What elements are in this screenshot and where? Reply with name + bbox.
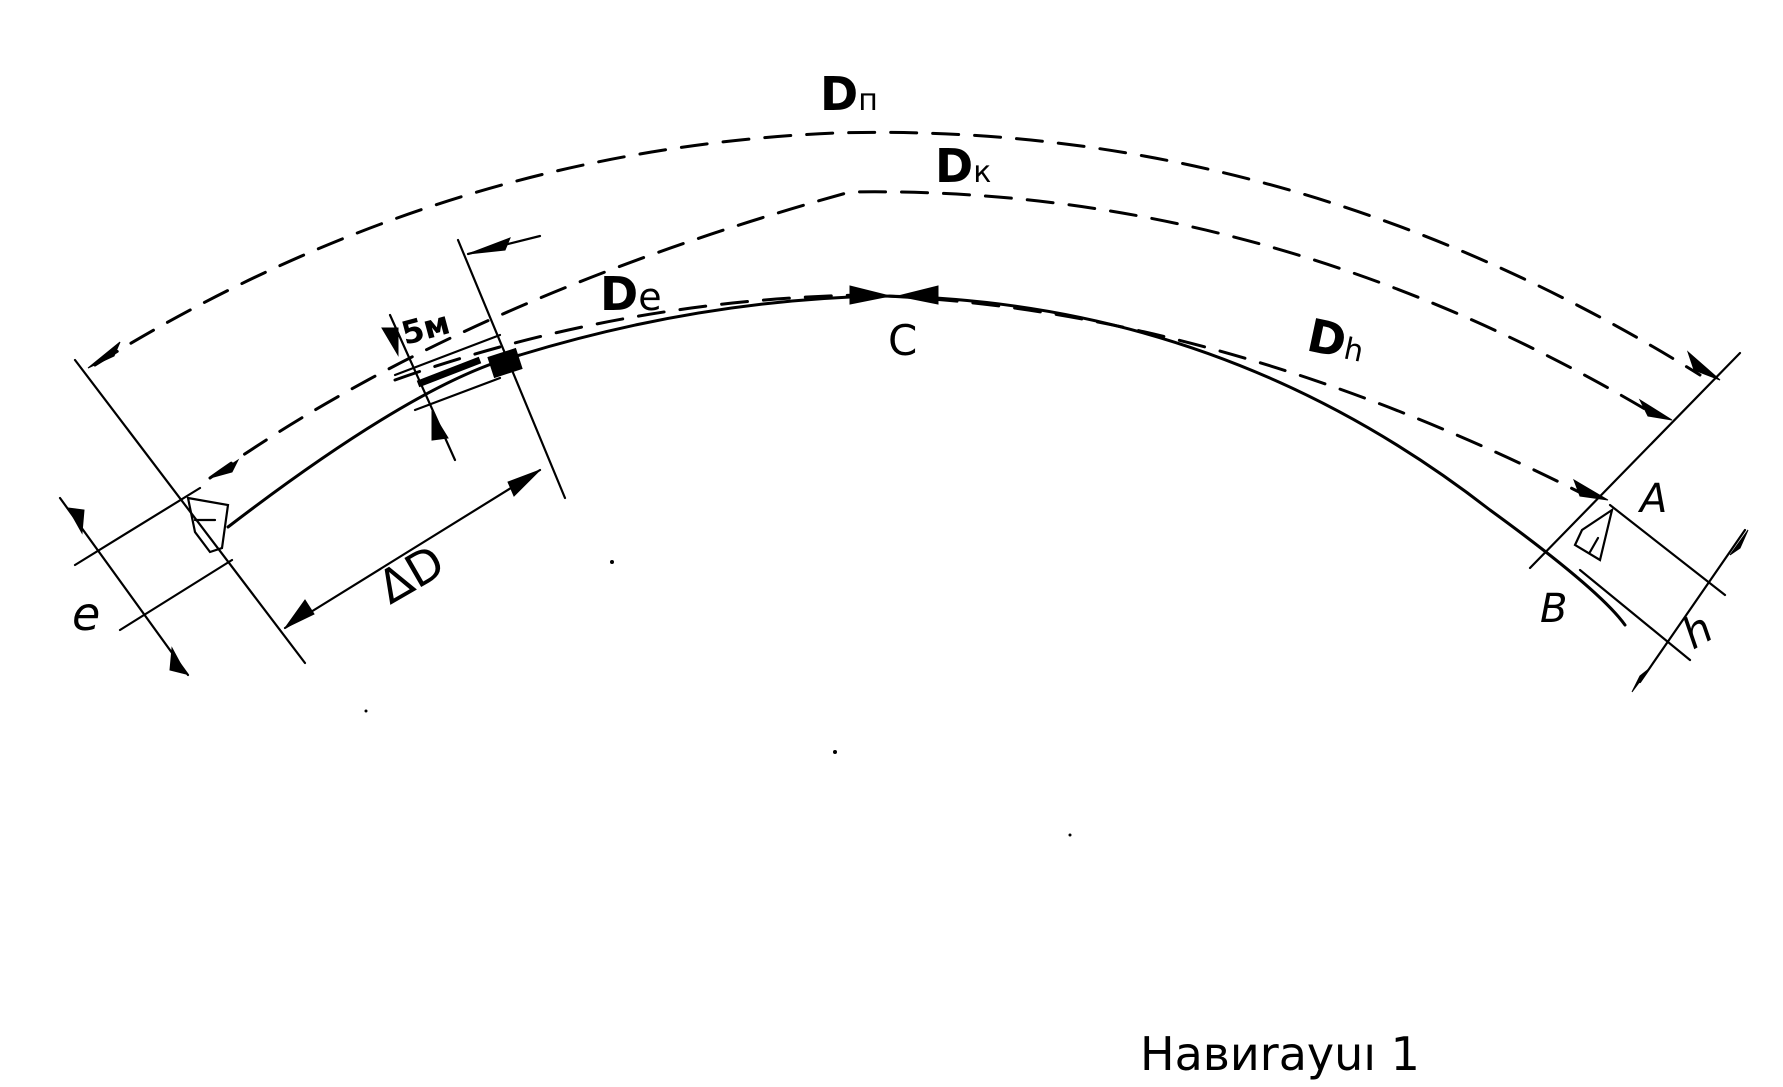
label-dk: Dк [935,139,991,193]
figure-caption: Hавиrаyuı 1 [1140,1027,1420,1081]
arrow-dn-left [87,341,121,369]
arrow-de-left [467,237,511,255]
delta-d-dimension-line [283,468,542,630]
arrow-dn-right [1686,350,1721,381]
label-delta-d: ΔD [369,534,454,614]
dashed-arc-dk [208,190,1657,480]
label-h: h [1674,603,1722,659]
speck [833,750,837,754]
dashed-arc-dn [93,130,1702,377]
label-dh: Dh [1303,308,1370,373]
label-dn: Dп [820,67,878,121]
thick-segment [416,356,482,388]
arrow-e-top [67,507,85,535]
arrow-h-bottom [1631,667,1651,693]
arrow-dh-right [1573,478,1609,501]
right-launcher-symbol [1573,507,1614,562]
label-a: A [1637,476,1667,522]
label-b: B [1540,586,1567,632]
five-m-leader-bottom [413,376,502,412]
arrow-h-top [1729,529,1749,556]
b-extension-line [1578,568,1692,662]
target-marker [487,347,523,379]
arrow-five-m-bottom [431,410,449,441]
arrow-dk-right [1638,398,1673,421]
a-extension-line [1608,503,1727,597]
delta-d-boundary-line [456,238,567,500]
e-extension-top [73,486,202,567]
dashed-arc-de-dh [393,293,1587,497]
arrow-dk-left [209,458,240,479]
arrow-c-left [849,285,891,305]
left-launcher-symbol [186,496,230,554]
label-e: e [72,587,100,641]
right-boundary-line [1528,351,1742,570]
arrow-e-bottom [169,646,187,675]
h-dimension-line [1638,528,1747,684]
speck [1068,833,1072,837]
arrow-delta-d-right [507,469,541,497]
e-extension-bottom [118,558,234,632]
arrow-c-right [897,285,939,305]
speck [610,560,614,564]
arrow-delta-d-left [284,599,315,629]
five-m-leader-top [393,333,502,377]
arrow-five-m-top [381,327,399,357]
label-de: De [600,267,662,321]
label-five-m: 5м [397,303,454,352]
speck [364,709,368,713]
label-c: C [888,316,917,365]
